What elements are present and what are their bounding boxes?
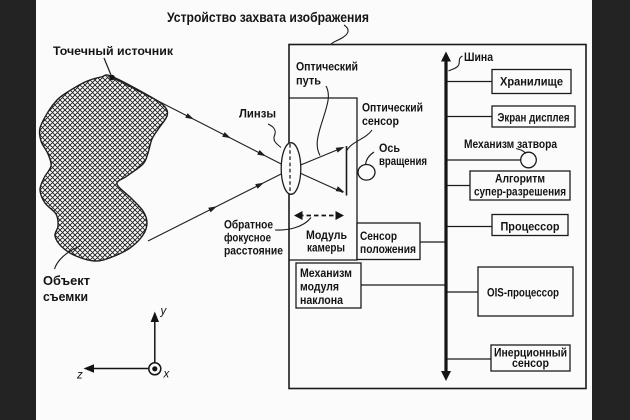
svg-text:модуля: модуля bbox=[300, 280, 339, 294]
svg-text:Экран дисплея: Экран дисплея bbox=[498, 111, 570, 125]
svg-text:Алгоритм: Алгоритм bbox=[495, 172, 545, 186]
svg-text:Устройство захвата изображения: Устройство захвата изображения bbox=[167, 10, 369, 25]
svg-text:y: y bbox=[160, 306, 168, 318]
svg-text:Обратное: Обратное bbox=[224, 218, 273, 232]
svg-text:Хранилище: Хранилище bbox=[500, 75, 563, 89]
svg-text:путь: путь bbox=[296, 74, 321, 88]
svg-text:сенсор: сенсор bbox=[512, 356, 549, 370]
svg-text:Ось: Ось bbox=[379, 141, 400, 155]
svg-text:Линзы: Линзы bbox=[239, 107, 276, 121]
svg-text:камеры: камеры bbox=[307, 241, 345, 255]
svg-text:Шина: Шина bbox=[464, 50, 493, 64]
svg-text:x: x bbox=[163, 369, 171, 381]
svg-text:Оптический: Оптический bbox=[362, 101, 423, 115]
svg-text:Процессор: Процессор bbox=[501, 220, 560, 234]
svg-text:Инерционный: Инерционный bbox=[494, 346, 567, 360]
svg-text:расстояние: расстояние bbox=[224, 244, 283, 258]
svg-text:съемки: съемки bbox=[43, 289, 88, 304]
svg-text:сенсор: сенсор bbox=[362, 114, 399, 128]
svg-text:вращения: вращения bbox=[379, 154, 427, 168]
svg-text:z: z bbox=[76, 370, 83, 382]
svg-text:Оптический: Оптический bbox=[296, 60, 358, 74]
svg-text:Точечный источник: Точечный источник bbox=[53, 44, 174, 58]
svg-text:Объект: Объект bbox=[43, 273, 90, 288]
svg-text:наклона: наклона bbox=[300, 293, 343, 307]
svg-text:фокусное: фокусное bbox=[224, 231, 271, 245]
svg-text:положения: положения bbox=[360, 242, 416, 256]
svg-text:супер-разрешения: супер-разрешения bbox=[474, 185, 566, 199]
svg-text:Механизм: Механизм bbox=[300, 266, 352, 280]
svg-text:Сенсор: Сенсор bbox=[360, 229, 397, 243]
svg-text:OIS-процессор: OIS-процессор bbox=[487, 286, 559, 300]
svg-text:Механизм затвора: Механизм затвора bbox=[464, 137, 557, 151]
svg-text:Модуль: Модуль bbox=[306, 228, 347, 242]
